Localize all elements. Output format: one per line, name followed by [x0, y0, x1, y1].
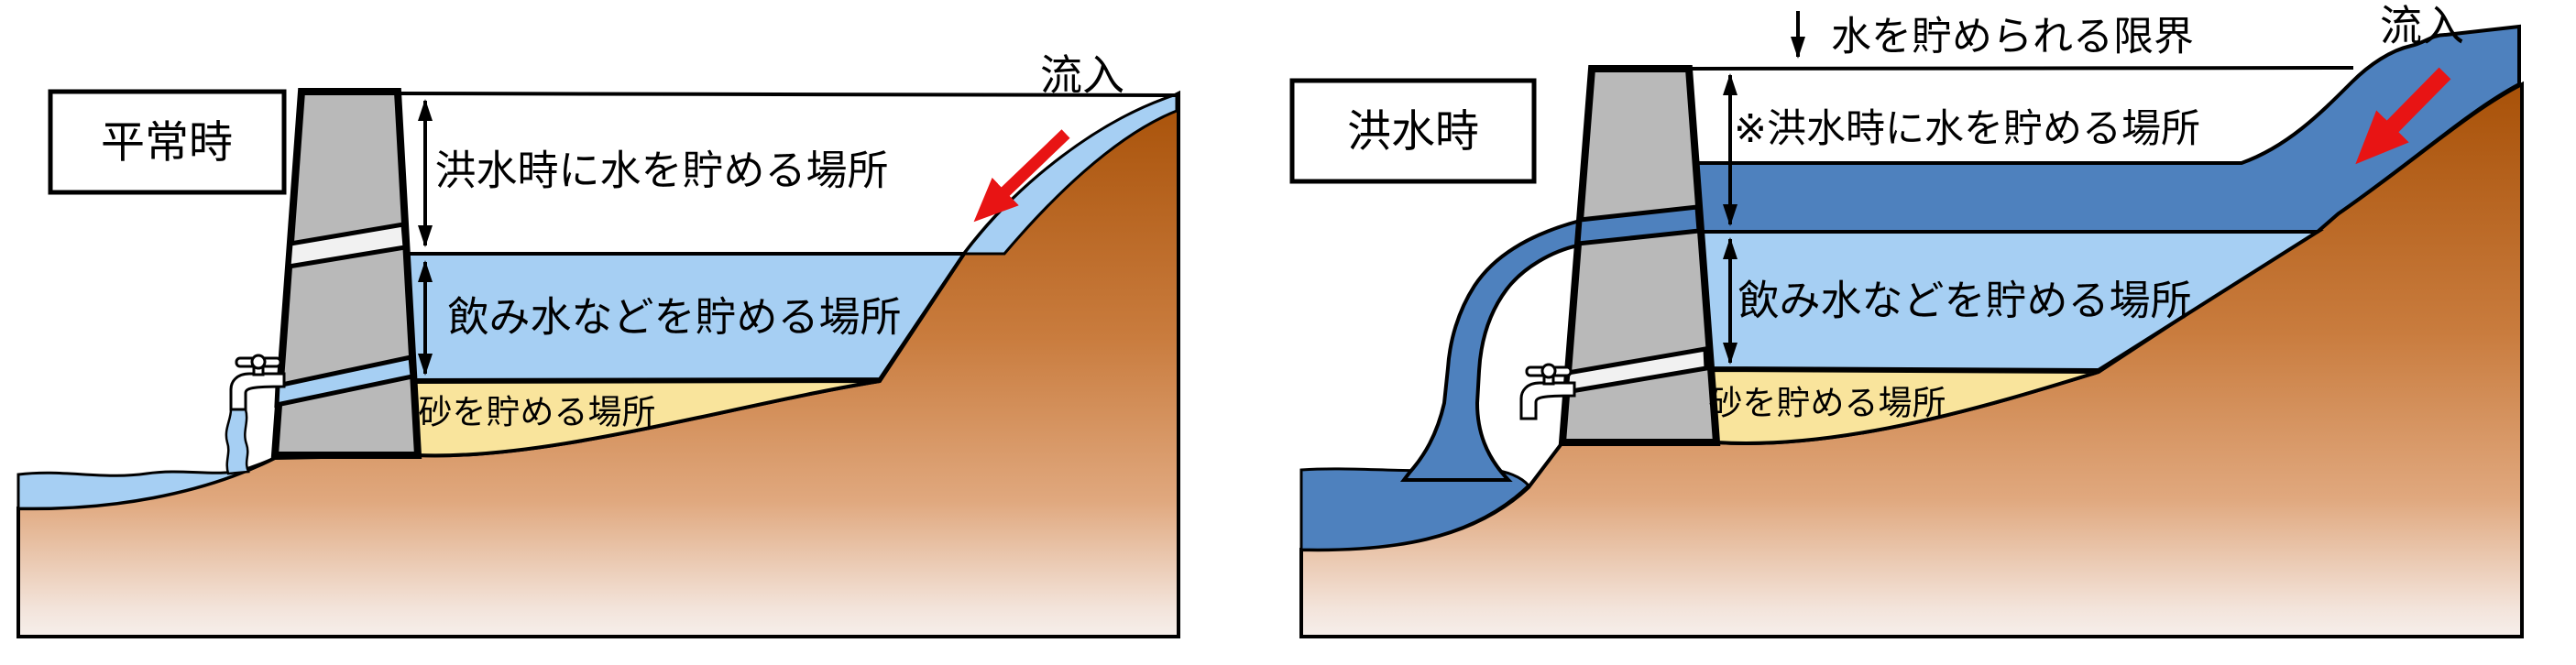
inflow-label: 流入	[1040, 51, 1124, 99]
sand-zone-label: 砂を貯める場所	[419, 394, 656, 431]
faucet-water-trickle	[225, 408, 250, 475]
inflow-label: 流入	[2380, 2, 2464, 49]
drinking-outlet-pipe	[274, 354, 415, 409]
storage-limit-line	[397, 92, 1177, 97]
panel-title: 平常時	[101, 119, 233, 168]
normal-time-panel: 洪水時に水を貯める場所 飲み水などを貯める場所 砂を貯める場所 流入 平常時	[16, 51, 1180, 638]
drinking-zone-label: 飲み水などを貯める場所	[1737, 278, 2191, 324]
flood-zone-label: 洪水時に水を貯める場所	[434, 147, 888, 194]
sand-zone-label: 砂を貯める場所	[1709, 385, 1946, 422]
flood-outlet-closed	[286, 222, 408, 269]
sand-storage-zone	[409, 379, 881, 458]
spillway-discharge-stream	[1400, 218, 1583, 482]
inflow-arrow-icon	[973, 129, 1070, 223]
storage-limit-line	[1688, 66, 2354, 71]
panel-title: 洪水時	[1347, 108, 1479, 157]
drinking-zone-label: 飲み水などを貯める場所	[447, 294, 901, 341]
flood-time-panel: 水を貯められる限界 ※洪水時に水を貯める場所 飲み水などを貯める場所 砂を貯める…	[1289, 2, 2524, 638]
dam-body	[1558, 65, 1721, 446]
flood-zone-label: ※洪水時に水を貯める場所	[1734, 107, 2200, 151]
panel-title-box	[48, 89, 287, 195]
inflow-arrow-icon	[2355, 67, 2451, 165]
flood-water	[1693, 24, 2521, 234]
sand-storage-zone	[1708, 367, 2099, 445]
downstream-river	[1299, 466, 1531, 551]
flood-outlet-flowing	[1575, 204, 1702, 246]
storage-limit-label: 水を貯められる限界	[1831, 15, 2194, 60]
panel-title-box	[1289, 78, 1537, 184]
